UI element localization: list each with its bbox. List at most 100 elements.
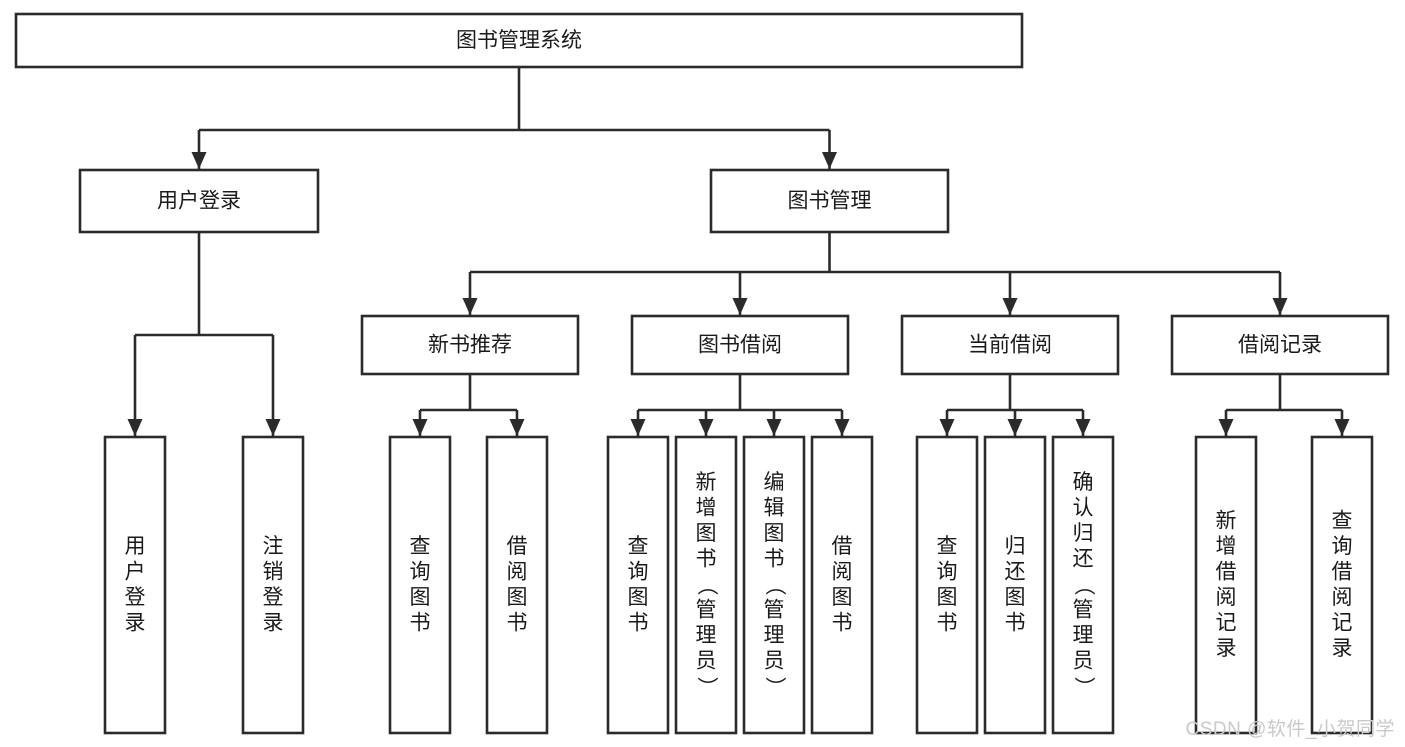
nodes-layer: 图书管理系统用户登录图书管理用户登录注销登录新书推荐查询图书借阅图书图书借阅查询… xyxy=(14,12,1390,735)
svg-text:编: 编 xyxy=(764,471,785,494)
svg-text:查: 查 xyxy=(410,535,431,558)
arrow-head-icon-user-login-do xyxy=(127,419,143,436)
svg-text:管: 管 xyxy=(1073,599,1094,622)
svg-text:录: 录 xyxy=(1216,637,1237,660)
arrow-head-icon-user-login xyxy=(191,152,207,169)
svg-text:询: 询 xyxy=(1332,535,1353,558)
node-label-user-login-do: 用户登录 xyxy=(125,535,146,635)
arrow-head-icon-add-borrow-record xyxy=(1218,419,1234,436)
node-current-borrow[interactable] xyxy=(900,314,1120,376)
svg-text:书: 书 xyxy=(696,548,717,571)
svg-text:借: 借 xyxy=(507,535,528,558)
svg-text:理: 理 xyxy=(696,624,717,647)
svg-text:新: 新 xyxy=(696,471,717,494)
svg-text:查: 查 xyxy=(628,535,649,558)
node-label-root: 图书管理系统 xyxy=(456,29,582,52)
svg-text:还: 还 xyxy=(1005,560,1026,583)
arrow-head-icon-current-borrow xyxy=(1002,298,1018,315)
svg-text:录: 录 xyxy=(1332,637,1353,660)
svg-text:图: 图 xyxy=(832,586,853,609)
node-user-login-do[interactable] xyxy=(103,435,167,735)
svg-text:图: 图 xyxy=(696,522,717,545)
svg-text:查: 查 xyxy=(937,535,958,558)
svg-text:借: 借 xyxy=(1332,560,1353,583)
svg-text:（: （ xyxy=(1072,575,1095,596)
node-add-book-admin[interactable] xyxy=(674,435,738,735)
svg-text:注: 注 xyxy=(263,535,284,558)
node-book-borrow[interactable] xyxy=(630,314,850,376)
node-borrow-book-1[interactable] xyxy=(485,435,549,735)
arrow-head-icon-user-logout xyxy=(265,419,281,436)
node-query-book-3[interactable] xyxy=(915,435,979,735)
svg-text:理: 理 xyxy=(764,624,785,647)
node-borrow-book-2[interactable] xyxy=(810,435,874,735)
svg-text:录: 录 xyxy=(263,611,284,634)
node-label-current-borrow: 当前借阅 xyxy=(968,334,1052,357)
node-query-book-1[interactable] xyxy=(388,435,452,735)
svg-text:（: （ xyxy=(763,575,786,596)
node-new-book-recommend[interactable] xyxy=(360,314,580,376)
svg-text:询: 询 xyxy=(937,560,958,583)
svg-text:阅: 阅 xyxy=(507,560,528,583)
node-label-borrow-record: 借阅记录 xyxy=(1238,334,1322,357)
svg-text:录: 录 xyxy=(125,611,146,634)
node-edit-book-admin[interactable] xyxy=(742,435,806,735)
svg-text:图: 图 xyxy=(1005,586,1026,609)
svg-text:归: 归 xyxy=(1005,535,1026,558)
svg-text:员: 员 xyxy=(1073,650,1094,673)
svg-text:图: 图 xyxy=(507,586,528,609)
svg-text:认: 认 xyxy=(1073,497,1094,520)
node-borrow-record[interactable] xyxy=(1170,314,1390,376)
arrow-head-icon-query-book-3 xyxy=(939,419,955,436)
svg-text:阅: 阅 xyxy=(832,560,853,583)
svg-text:户: 户 xyxy=(125,560,146,583)
node-return-book[interactable] xyxy=(983,435,1047,735)
node-label-book-manage: 图书管理 xyxy=(788,190,872,213)
svg-text:）: ） xyxy=(1072,677,1095,698)
svg-text:查: 查 xyxy=(1332,509,1353,532)
arrow-head-icon-return-book xyxy=(1007,419,1023,436)
node-root-book-management-system[interactable] xyxy=(14,12,1024,69)
node-user-logout[interactable] xyxy=(241,435,305,735)
svg-text:记: 记 xyxy=(1332,611,1353,634)
node-add-borrow-record[interactable] xyxy=(1194,435,1258,735)
svg-text:借: 借 xyxy=(1216,560,1237,583)
svg-text:）: ） xyxy=(695,677,718,698)
arrow-head-icon-confirm-return-admin xyxy=(1075,419,1091,436)
connectors-layer xyxy=(127,67,1350,436)
svg-text:）: ） xyxy=(763,677,786,698)
arrow-head-icon-query-borrow-record xyxy=(1334,419,1350,436)
node-label-book-borrow: 图书借阅 xyxy=(698,334,782,357)
svg-text:借: 借 xyxy=(832,535,853,558)
svg-text:阅: 阅 xyxy=(1332,586,1353,609)
node-user-login[interactable] xyxy=(78,168,320,234)
svg-text:用: 用 xyxy=(125,535,146,558)
arrow-head-icon-book-manage xyxy=(822,152,837,169)
node-query-book-2[interactable] xyxy=(606,435,670,735)
node-confirm-return-admin[interactable] xyxy=(1051,435,1115,735)
svg-text:记: 记 xyxy=(1216,611,1237,634)
svg-text:书: 书 xyxy=(628,611,649,634)
arrow-head-icon-borrow-book-2 xyxy=(834,419,850,436)
svg-text:新: 新 xyxy=(1216,509,1237,532)
svg-text:阅: 阅 xyxy=(1216,586,1237,609)
svg-text:书: 书 xyxy=(764,548,785,571)
node-query-borrow-record[interactable] xyxy=(1310,435,1374,735)
svg-text:询: 询 xyxy=(410,560,431,583)
svg-text:销: 销 xyxy=(263,560,284,583)
svg-text:还: 还 xyxy=(1073,548,1094,571)
svg-text:管: 管 xyxy=(764,599,785,622)
svg-text:辑: 辑 xyxy=(764,497,785,520)
svg-text:书: 书 xyxy=(410,611,431,634)
node-book-manage[interactable] xyxy=(709,168,950,234)
svg-text:归: 归 xyxy=(1073,522,1094,545)
arrow-head-icon-borrow-book-1 xyxy=(509,419,525,436)
